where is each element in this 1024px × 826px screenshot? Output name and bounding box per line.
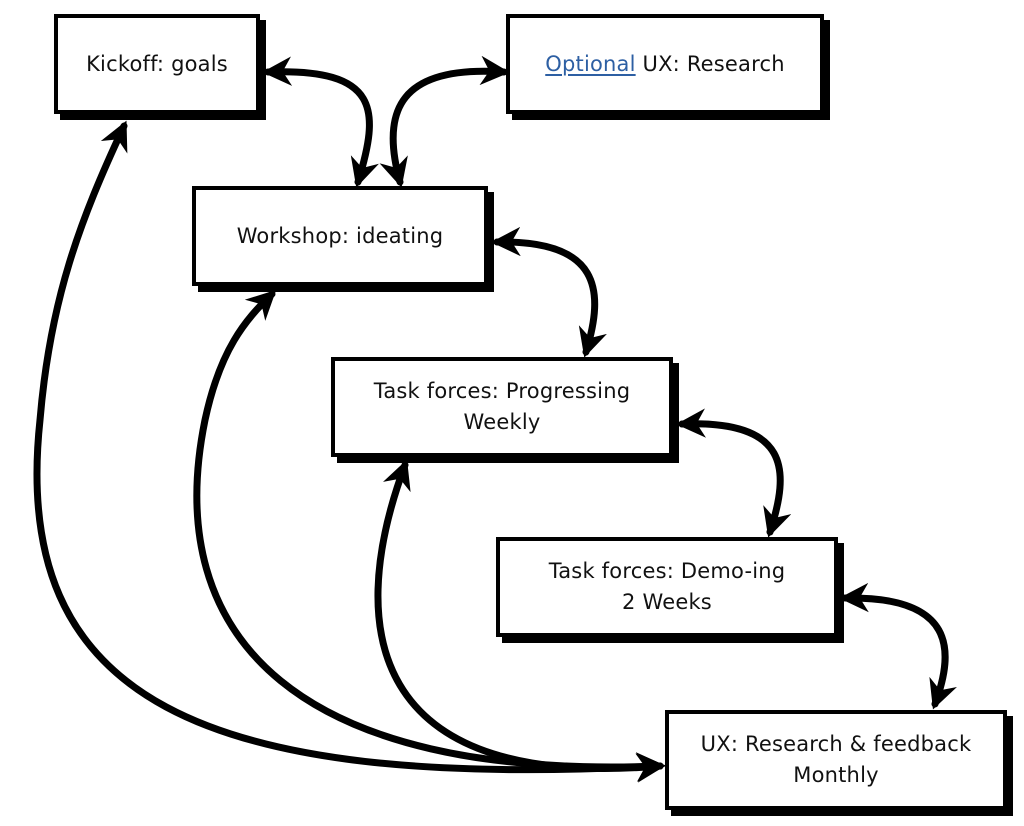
node-label: Kickoff: goals: [86, 51, 228, 76]
node-task-forces-demo-ing[interactable]: Task forces: Demo-ing 2 Weeks: [496, 537, 838, 637]
node-sublabel: Weekly: [463, 410, 541, 434]
node-label: Optional UX: Research: [545, 49, 785, 80]
node-label: Task forces: Demo-ing: [548, 559, 786, 583]
node-label: Workshop: ideating: [236, 223, 444, 248]
node-optional-ux-research[interactable]: Optional UX: Research: [506, 14, 824, 114]
connector-progress-demo: [676, 408, 792, 538]
node-label: UX: Research & feedback: [700, 732, 972, 756]
node-sublabel: Monthly: [793, 763, 879, 787]
node-label-rest: UX: Research: [635, 51, 785, 76]
connector-demo-ux: [839, 582, 957, 710]
node-task-forces-progressing[interactable]: Task forces: Progressing Weekly: [331, 357, 673, 457]
optional-link[interactable]: Optional: [545, 51, 636, 76]
connector-kickoff-workshop: [262, 56, 379, 188]
connector-ux-progress: [374, 459, 666, 783]
node-kickoff-goals[interactable]: Kickoff: goals: [54, 14, 260, 114]
node-workshop-ideating[interactable]: Workshop: ideating: [192, 186, 488, 286]
connector-workshop-progress: [491, 226, 607, 358]
node-label: Task forces: Progressing: [373, 379, 631, 403]
node-sublabel: 2 Weeks: [622, 590, 712, 614]
node-ux-research-feedback[interactable]: UX: Research & feedback Monthly: [665, 710, 1007, 810]
connector-workshop-optional: [379, 55, 510, 188]
